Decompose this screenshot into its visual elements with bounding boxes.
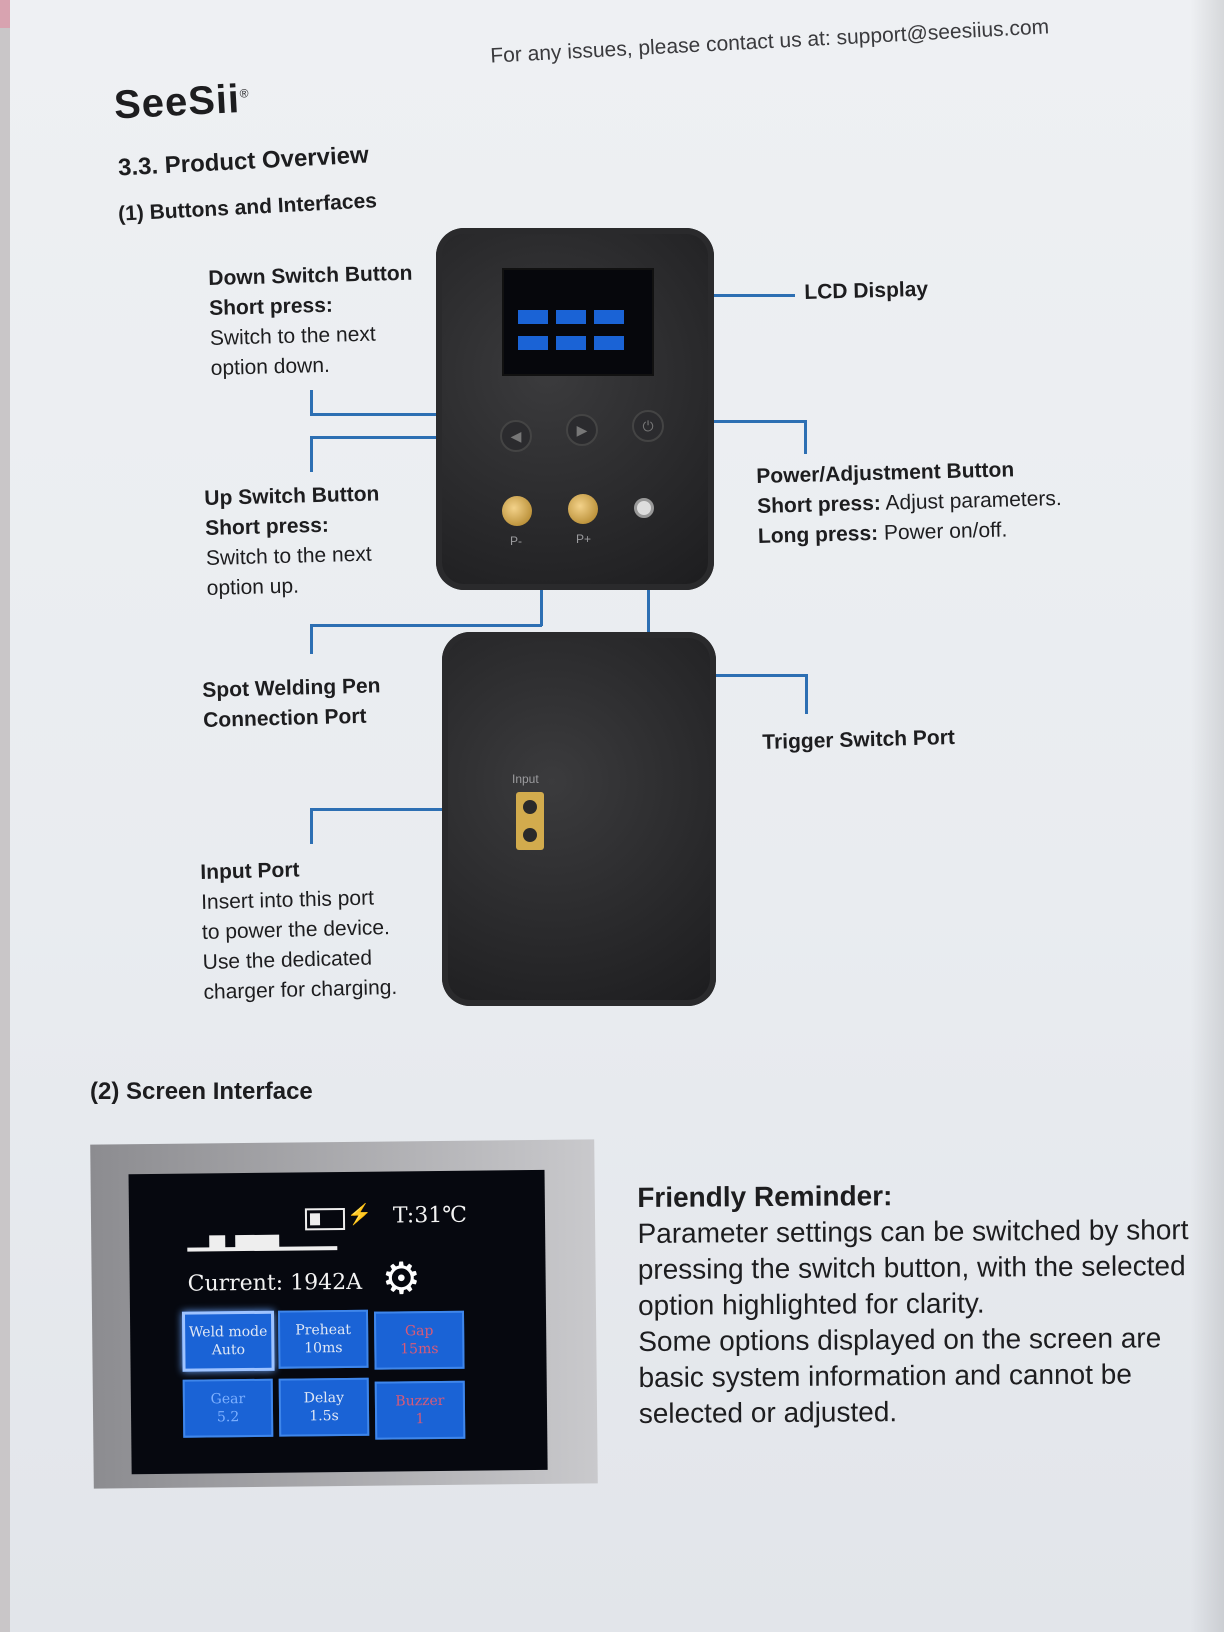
device-lcd bbox=[502, 268, 654, 376]
input-desc-4: charger for charging. bbox=[203, 975, 398, 1004]
temperature-readout: T:31℃ bbox=[392, 1202, 468, 1229]
pen-port-positive[interactable] bbox=[568, 494, 598, 524]
input-port[interactable] bbox=[516, 792, 544, 850]
power-short: Short press: bbox=[756, 491, 882, 518]
down-switch-button[interactable]: ▶ bbox=[566, 414, 598, 446]
reminder-title: Friendly Reminder: bbox=[637, 1180, 893, 1213]
screen-interface: ⚡ T:31℃ Current: 1942A ⚙ Weld mode Auto … bbox=[128, 1169, 548, 1475]
power-button-label: Power/Adjustment Button Short press: Adj… bbox=[756, 454, 1063, 552]
page-fold-shadow bbox=[1190, 0, 1224, 1632]
up-press: Short press: bbox=[204, 513, 330, 540]
lcd-tile bbox=[518, 336, 548, 350]
lcd-tile bbox=[594, 336, 624, 350]
brand-logo: SeeSii® bbox=[113, 76, 251, 128]
trigger-switch-port[interactable] bbox=[634, 498, 654, 518]
callout-line bbox=[310, 436, 313, 472]
friendly-reminder: Friendly Reminder: Parameter settings ca… bbox=[637, 1176, 1199, 1432]
callout-line bbox=[310, 808, 313, 844]
callout-line bbox=[310, 624, 313, 654]
device-back-view bbox=[442, 632, 716, 1006]
section-subtitle: (1) Buttons and Interfaces bbox=[117, 189, 378, 226]
tile-delay[interactable]: Delay 1.5s bbox=[278, 1377, 370, 1437]
up-switch-button[interactable]: ◀ bbox=[500, 420, 532, 452]
power-long: Long press: bbox=[757, 521, 879, 548]
up-button-label: Up Switch Button Short press: Switch to … bbox=[204, 479, 382, 604]
callout-line bbox=[310, 624, 542, 627]
callout-line bbox=[655, 294, 795, 297]
lcd-tile bbox=[556, 310, 586, 324]
power-title: Power/Adjustment Button bbox=[756, 458, 1015, 488]
callout-line bbox=[647, 536, 650, 676]
reminder-paragraph-2: Some options displayed on the screen are… bbox=[638, 1322, 1162, 1429]
tile-gap: Gap 15ms bbox=[373, 1310, 465, 1370]
input-port-label: Input Port Insert into this port to powe… bbox=[200, 853, 398, 1008]
lcd-tile bbox=[518, 310, 548, 324]
pen-port-label: Spot Welding Pen Connection Port bbox=[202, 671, 382, 736]
callout-line bbox=[310, 436, 490, 439]
power-long-desc: Power on/off. bbox=[877, 518, 1008, 545]
tile-value: Auto bbox=[211, 1342, 246, 1359]
callout-line bbox=[805, 674, 808, 714]
tile-label: Preheat bbox=[295, 1321, 352, 1339]
tile-label: Buzzer bbox=[395, 1392, 445, 1410]
pen-port-negative[interactable] bbox=[502, 496, 532, 526]
reminder-paragraph-1: Parameter settings can be switched by sh… bbox=[637, 1214, 1189, 1321]
settings-gear-icon: ⚙ bbox=[381, 1254, 422, 1304]
lcd-title: LCD Display bbox=[804, 277, 929, 304]
tile-value: 1.5s bbox=[309, 1408, 339, 1425]
trigger-title: Trigger Switch Port bbox=[762, 725, 956, 754]
lcd-tile bbox=[594, 310, 624, 324]
charging-icon: ⚡ bbox=[346, 1203, 372, 1226]
pen-title-1: Spot Welding Pen bbox=[202, 674, 381, 702]
registered-mark: ® bbox=[239, 86, 250, 101]
port-label-p-minus: P- bbox=[510, 534, 522, 548]
callout-line bbox=[310, 390, 313, 416]
up-desc-1: Switch to the next bbox=[205, 542, 372, 570]
callout-line bbox=[647, 674, 807, 677]
callout-line bbox=[310, 808, 506, 811]
down-press: Short press: bbox=[208, 293, 334, 320]
contact-line: For any issues, please contact us at: su… bbox=[489, 15, 1050, 68]
up-title: Up Switch Button bbox=[204, 482, 380, 510]
battery-icon bbox=[304, 1207, 346, 1231]
lcd-tile bbox=[556, 336, 586, 350]
power-button[interactable]: ⏻ bbox=[632, 410, 664, 442]
tile-value: 15ms bbox=[400, 1341, 439, 1358]
current-bar-fill bbox=[235, 1234, 280, 1250]
screen-section-title: (2) Screen Interface bbox=[90, 1078, 313, 1105]
down-button-label: Down Switch Button Short press: Switch t… bbox=[208, 259, 415, 384]
current-readout: Current: 1942A bbox=[187, 1269, 363, 1297]
tile-preheat[interactable]: Preheat 10ms bbox=[277, 1309, 369, 1369]
callout-line bbox=[638, 420, 806, 423]
tile-buzzer: Buzzer 1 bbox=[374, 1380, 466, 1440]
tile-value: 1 bbox=[415, 1411, 425, 1428]
tile-label: Gap bbox=[404, 1323, 434, 1340]
pen-title-2: Connection Port bbox=[202, 704, 367, 732]
tile-gear: Gear 5.2 bbox=[182, 1378, 274, 1438]
down-desc-2: option down. bbox=[210, 353, 331, 380]
screen-photo: ⚡ T:31℃ Current: 1942A ⚙ Weld mode Auto … bbox=[90, 1139, 598, 1489]
tile-value: 10ms bbox=[304, 1340, 343, 1357]
tile-label: Weld mode bbox=[188, 1323, 268, 1341]
current-bar-marker bbox=[209, 1235, 226, 1250]
section-title: 3.3. Product Overview bbox=[117, 141, 370, 182]
input-port-text: Input bbox=[512, 772, 539, 786]
tile-label: Gear bbox=[210, 1391, 246, 1408]
input-title: Input Port bbox=[200, 858, 300, 884]
power-short-desc: Adjust parameters. bbox=[880, 487, 1062, 515]
trigger-port-label: Trigger Switch Port bbox=[762, 723, 955, 758]
logo-text: SeeSii bbox=[112, 76, 242, 128]
tile-label: Delay bbox=[303, 1390, 345, 1407]
callout-line bbox=[540, 562, 543, 626]
down-title: Down Switch Button bbox=[208, 261, 413, 290]
tile-weld-mode[interactable]: Weld mode Auto bbox=[181, 1310, 275, 1372]
manual-page: SeeSii® For any issues, please contact u… bbox=[10, 0, 1224, 1632]
lcd-label: LCD Display bbox=[804, 275, 928, 308]
up-desc-2: option up. bbox=[206, 574, 300, 600]
port-label-p-plus: P+ bbox=[576, 532, 592, 546]
callout-line bbox=[804, 420, 807, 454]
tile-value: 5.2 bbox=[216, 1409, 240, 1426]
